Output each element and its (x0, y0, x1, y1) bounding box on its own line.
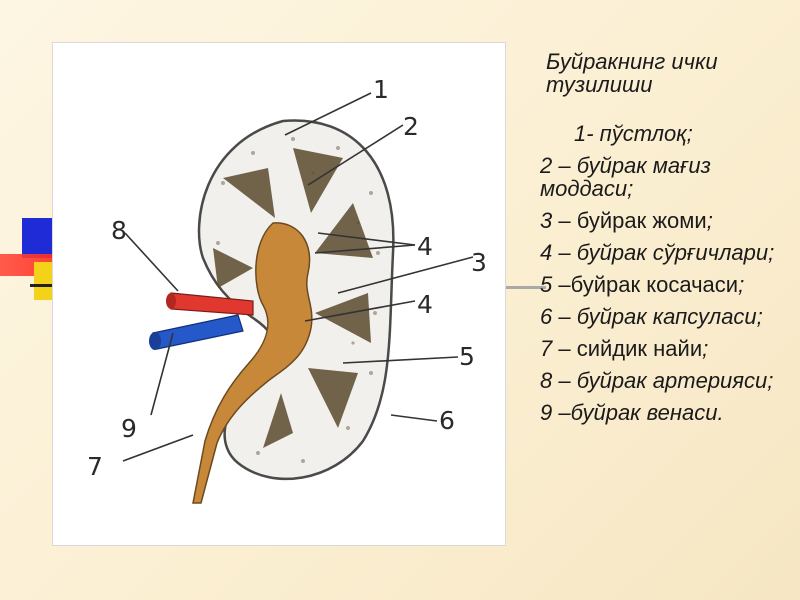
callout-9: 9 (121, 414, 137, 443)
callout-8: 8 (111, 216, 127, 245)
legend-item-3-term: буйрак жоми (576, 208, 707, 233)
legend-item-7-term: сийдик найи (576, 336, 703, 361)
decor-gray-line (506, 286, 546, 289)
legend-item-5-number: 5 (540, 272, 553, 297)
legend-item-5-dash: – (552, 272, 571, 297)
legend-item-5-end: ; (738, 272, 745, 297)
legend-item-5-term: буйрак косачаси (570, 272, 739, 297)
callout-4-upper: 4 (417, 232, 433, 261)
renal-pelvis (192, 222, 313, 504)
callout-2: 2 (403, 112, 419, 141)
legend-item-5: 5 –буйрак косачаси; (540, 273, 790, 296)
renal-vein (152, 314, 244, 350)
legend-item-8: 8 – буйрак артерияси; (540, 368, 774, 393)
legend-item-3-end: ; (706, 208, 713, 233)
callout-4-lower: 4 (417, 290, 433, 319)
medulla-pyramids (213, 148, 373, 448)
legend-item-3-number: 3 (540, 208, 553, 233)
decor-dark-line (30, 284, 64, 287)
legend-item-3: 3 – буйрак жоми; (540, 209, 790, 232)
legend-item-7-end: ; (702, 336, 709, 361)
kidney-diagram-panel: 1 2 3 4 4 5 6 7 8 9 (52, 42, 506, 546)
legend-item-1: 1- пўстлоқ; (574, 121, 693, 146)
callout-5: 5 (459, 342, 475, 371)
legend-item-6: 6 – буйрак капсуласи; (540, 304, 763, 329)
legend-item-7-dash: – (552, 336, 577, 361)
callout-3: 3 (471, 248, 487, 277)
kidney-illustration: 1 2 3 4 4 5 6 7 8 9 (87, 75, 487, 504)
legend-item-2: 2 – буйрак мағиз моддаси; (540, 153, 711, 201)
callout-7: 7 (87, 452, 103, 481)
legend-item-3-dash: – (552, 208, 577, 233)
legend-panel: Буйракнинг ички тузилиши 1- пўстлоқ; 2 –… (540, 50, 790, 433)
legend-item-4: 4 – буйрак сўрғичлари; (540, 240, 775, 265)
legend-item-9: 9 –буйрак венаси. (540, 400, 724, 425)
callout-1: 1 (373, 75, 389, 104)
callout-6: 6 (439, 406, 455, 435)
legend-item-7: 7 – сийдик найи; (540, 337, 790, 360)
legend-item-7-number: 7 (540, 336, 553, 361)
slide-title: Буйракнинг ички тузилиши (546, 49, 718, 97)
